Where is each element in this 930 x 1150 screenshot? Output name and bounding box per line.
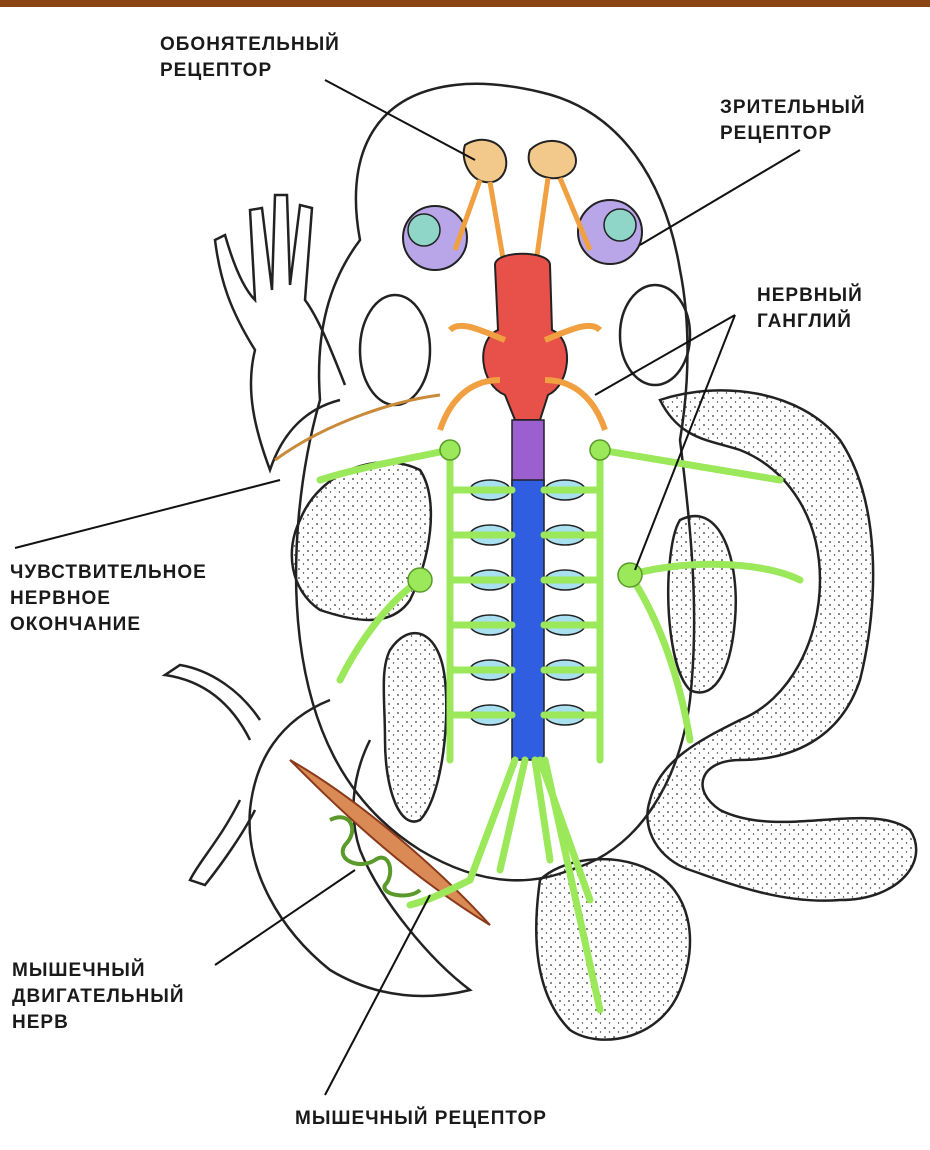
label-muscle-receptor-text: МЫШЕЧНЫЙ РЕЦЕПТОР — [295, 1106, 547, 1132]
intestine-lower — [536, 859, 690, 1040]
eye-right-iris — [604, 209, 636, 241]
label-motor-line-2: ДВИГАТЕЛЬНЫЙ — [12, 984, 185, 1010]
label-motor-line-3: НЕРВ — [12, 1010, 185, 1036]
label-ganglion-line-2: ГАНГЛИЙ — [757, 309, 863, 335]
label-muscle-receptor: МЫШЕЧНЫЙ РЕЦЕПТОР — [295, 1106, 547, 1132]
eye-socket-right — [620, 285, 690, 385]
label-motor-line-1: МЫШЕЧНЫЙ — [12, 958, 185, 984]
label-ganglion-line-1: НЕРВНЫЙ — [757, 283, 863, 309]
label-sensory-nerve-ending: ЧУВСТВИТЕЛЬНОЕ НЕРВНОЕ ОКОНЧАНИЕ — [10, 560, 207, 638]
label-visual-line-2: РЕЦЕПТОР — [720, 121, 865, 147]
label-olfactory-line-2: РЕЦЕПТОР — [160, 58, 340, 84]
sensory-nerve-arm — [275, 395, 440, 460]
left-foot — [165, 665, 260, 885]
olfactory-nerve-right — [535, 178, 590, 270]
label-visual-line-1: ЗРИТЕЛЬНЫЙ — [720, 95, 865, 121]
eye-left-iris — [408, 214, 440, 246]
olfactory-receptor-right — [529, 141, 576, 178]
label-nerve-ganglion: НЕРВНЫЙ ГАНГЛИЙ — [757, 283, 863, 335]
olfactory-receptor-left — [464, 140, 507, 183]
label-olfactory-line-1: ОБОНЯТЕЛЬНЫЙ — [160, 32, 340, 58]
label-motor-nerve: МЫШЕЧНЫЙ ДВИГАТЕЛЬНЫЙ НЕРВ — [12, 958, 185, 1036]
label-visual-receptor: ЗРИТЕЛЬНЫЙ РЕЦЕПТОР — [720, 95, 865, 147]
spinal-cord — [512, 480, 544, 760]
kidney-left — [384, 633, 447, 821]
stomach-left — [292, 462, 431, 620]
kidney-right — [668, 516, 736, 692]
spinal-cord-top — [512, 420, 544, 485]
label-sensory-line-1: ЧУВСТВИТЕЛЬНОЕ — [10, 560, 207, 586]
label-sensory-line-2: НЕРВНОЕ — [10, 586, 207, 612]
label-olfactory-receptor: ОБОНЯТЕЛЬНЫЙ РЕЦЕПТОР — [160, 32, 340, 84]
eye-socket-left — [360, 295, 430, 405]
olfactory-nerve-left — [455, 180, 505, 270]
label-sensory-line-3: ОКОНЧАНИЕ — [10, 612, 207, 638]
